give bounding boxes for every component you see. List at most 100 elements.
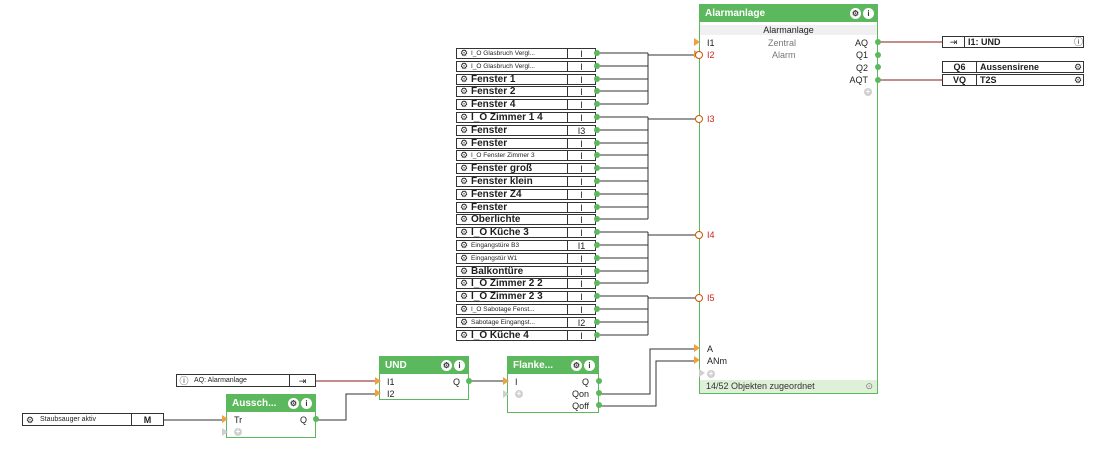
add-output-plus-icon[interactable]: + xyxy=(864,87,872,96)
gear-icon[interactable]: ⚙ xyxy=(459,74,469,84)
output-dot-icon[interactable] xyxy=(594,114,600,120)
output-dot-icon[interactable] xyxy=(594,152,600,158)
output-dot-icon[interactable] xyxy=(594,127,600,133)
gear-icon[interactable]: ⚙ xyxy=(459,99,469,109)
gear-icon[interactable]: ⚙ xyxy=(288,398,299,409)
gear-icon[interactable]: ⚙ xyxy=(459,125,469,135)
add-input-plus-icon[interactable]: + xyxy=(515,389,523,398)
aussch-block[interactable]: Aussch... ⚙ i Tr + Q xyxy=(226,394,316,438)
flanke-block[interactable]: Flanke... ⚙ i I + Q Qon Qoff xyxy=(507,356,599,413)
alarm-block-header[interactable]: Alarmanlage ⚙ i xyxy=(700,5,877,22)
input-row[interactable]: ⚙I_O Sabotage Fenst...I xyxy=(456,304,596,315)
gear-icon[interactable]: ⚙ xyxy=(459,61,469,71)
gear-icon[interactable]: ⚙ xyxy=(459,48,469,58)
info-icon[interactable]: i xyxy=(863,8,874,19)
gear-icon[interactable]: ⚙ xyxy=(459,240,469,250)
gear-icon[interactable]: ⚙ xyxy=(459,266,469,276)
output-dot-icon[interactable] xyxy=(596,378,602,384)
gear-icon[interactable]: ⚙ xyxy=(459,253,469,263)
output-dot-icon[interactable] xyxy=(594,242,600,248)
output-dot-icon[interactable] xyxy=(875,52,881,58)
staubsauger-input[interactable]: ⚙ Staubsauger aktiv M xyxy=(22,413,164,426)
gear-icon[interactable]: ⚙ xyxy=(1074,75,1083,85)
output-dot-icon[interactable] xyxy=(875,39,881,45)
add-input-plus-icon[interactable]: + xyxy=(707,369,715,378)
input-row[interactable]: ⚙I_O Glasbruch Vergl...I xyxy=(456,48,596,59)
aussch-block-header[interactable]: Aussch... ⚙ i xyxy=(227,395,315,412)
output-q6-aussensirene[interactable]: Q6 Aussensirene ⚙ xyxy=(942,61,1084,73)
output-dot-icon[interactable] xyxy=(594,140,600,146)
gear-icon[interactable]: ⚙ xyxy=(459,330,469,340)
gear-icon[interactable]: ⚙ xyxy=(459,202,469,212)
gear-icon[interactable]: ⚙ xyxy=(459,86,469,96)
output-dot-icon[interactable] xyxy=(596,390,602,396)
gear-icon[interactable]: ⚙ xyxy=(459,317,469,327)
gear-icon[interactable]: ⚙ xyxy=(459,112,469,122)
alarm-block[interactable]: Alarmanlage ⚙ i Alarmanlage Zentral Alar… xyxy=(699,4,878,394)
gear-icon[interactable]: ⚙ xyxy=(459,291,469,301)
output-dot-icon[interactable] xyxy=(594,101,600,107)
output-dot-icon[interactable] xyxy=(594,191,600,197)
output-dot-icon[interactable] xyxy=(594,76,600,82)
info-icon[interactable]: ⓘ xyxy=(179,375,189,386)
und-block-header[interactable]: UND ⚙ i xyxy=(380,357,468,374)
und-block[interactable]: UND ⚙ i I1 I2 Q xyxy=(379,356,469,400)
aq-alarmanlage-input[interactable]: ⓘ AQ: Alarmanlage ⇥ xyxy=(176,374,316,387)
gear-icon[interactable]: ⚙ xyxy=(459,214,469,224)
add-input-plus-icon[interactable]: + xyxy=(234,427,242,436)
info-icon[interactable]: i xyxy=(301,398,312,409)
output-dot-icon[interactable] xyxy=(594,306,600,312)
gear-icon[interactable]: ⚙ xyxy=(850,8,861,19)
input-row[interactable]: ⚙I_O Glasbruch Vergl...I xyxy=(456,61,596,72)
info-icon[interactable]: i xyxy=(584,360,595,371)
info-icon[interactable]: ⓘ xyxy=(1074,37,1084,47)
output-dot-icon[interactable] xyxy=(594,332,600,338)
output-dot-icon[interactable] xyxy=(594,88,600,94)
gear-icon[interactable]: ⚙ xyxy=(459,227,469,237)
output-dot-icon[interactable] xyxy=(594,165,600,171)
gear-icon[interactable]: ⚙ xyxy=(459,304,469,314)
gear-icon[interactable]: ⚙ xyxy=(459,176,469,186)
output-dot-icon[interactable] xyxy=(594,255,600,261)
output-dot-icon[interactable] xyxy=(594,319,600,325)
flanke-block-header[interactable]: Flanke... ⚙ i xyxy=(508,357,598,374)
output-dot-icon[interactable] xyxy=(594,178,600,184)
gear-icon[interactable]: ⚙ xyxy=(459,150,469,160)
gear-icon[interactable]: ⚙ xyxy=(1074,62,1083,72)
gear-icon[interactable]: ⚙ xyxy=(459,278,469,288)
output-dot-icon[interactable] xyxy=(594,229,600,235)
output-dot-icon[interactable] xyxy=(875,77,881,83)
output-dot-icon[interactable] xyxy=(594,293,600,299)
output-dot-icon[interactable] xyxy=(594,268,600,274)
input-row[interactable]: ⚙Sabotage Eingangst...I2 xyxy=(456,317,596,328)
output-dot-icon[interactable] xyxy=(594,280,600,286)
output-dot-icon[interactable] xyxy=(594,50,600,56)
output-i1-und[interactable]: ⇥ I1: UND ⓘ xyxy=(942,36,1084,48)
gear-icon[interactable]: ⚙ xyxy=(25,414,35,425)
gear-icon[interactable]: ⚙ xyxy=(571,360,582,371)
output-dot-icon[interactable] xyxy=(466,378,472,384)
gear-icon[interactable]: ⚙ xyxy=(441,360,452,371)
output-dot-icon[interactable] xyxy=(594,63,600,69)
settings-circle-icon[interactable]: ⊙ xyxy=(865,381,873,391)
gear-icon[interactable]: ⚙ xyxy=(459,138,469,148)
gear-icon[interactable]: ⚙ xyxy=(459,189,469,199)
output-dot-icon[interactable] xyxy=(596,402,602,408)
